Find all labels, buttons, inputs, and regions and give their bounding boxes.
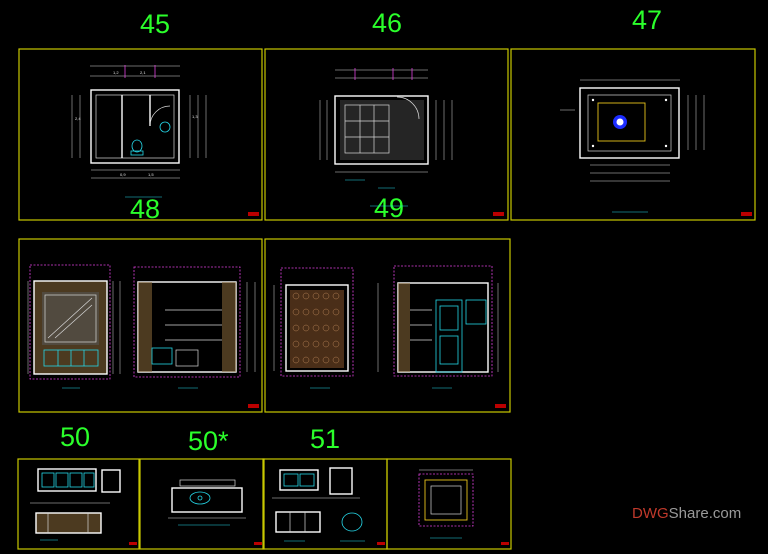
sheet-50-star-basin-detail bbox=[139, 458, 265, 550]
sheet-number-47: 47 bbox=[632, 5, 662, 35]
sheet-number-48: 48 bbox=[130, 194, 160, 224]
sheet-number-50-star: 50* bbox=[188, 426, 229, 456]
sheet-48-elevations bbox=[18, 238, 263, 413]
watermark-share-text: Share.com bbox=[668, 505, 742, 522]
svg-text:0,9: 0,9 bbox=[120, 172, 126, 177]
svg-text:2,4: 2,4 bbox=[75, 116, 81, 121]
sheet-47-ceiling-plan bbox=[510, 48, 756, 221]
svg-text:1,5: 1,5 bbox=[148, 172, 154, 177]
sheet-number-50: 50 bbox=[60, 422, 90, 452]
sheet-number-45: 45 bbox=[140, 9, 170, 39]
sheet-51-cabinet-details bbox=[262, 458, 388, 550]
sheet-45-bathroom-plan: 1,2 2,1 2,4 1,3 0,9 1,5 bbox=[18, 48, 263, 221]
watermark-dwg-text: DWG bbox=[632, 505, 669, 522]
dwgshare-watermark: DWGShare.com bbox=[632, 505, 752, 527]
svg-text:1,2: 1,2 bbox=[113, 70, 119, 75]
sheet-49-elevations bbox=[264, 238, 511, 413]
svg-text:1,3: 1,3 bbox=[192, 114, 198, 119]
sheet-mirror-frame-detail bbox=[386, 458, 512, 550]
sheet-number-46: 46 bbox=[372, 8, 402, 38]
svg-text:2,1: 2,1 bbox=[140, 70, 146, 75]
sheet-46-tile-plan bbox=[264, 48, 509, 221]
sheet-50-vanity-details bbox=[17, 458, 140, 550]
sheet-number-51: 51 bbox=[310, 424, 340, 454]
sheet-number-49: 49 bbox=[374, 193, 404, 223]
